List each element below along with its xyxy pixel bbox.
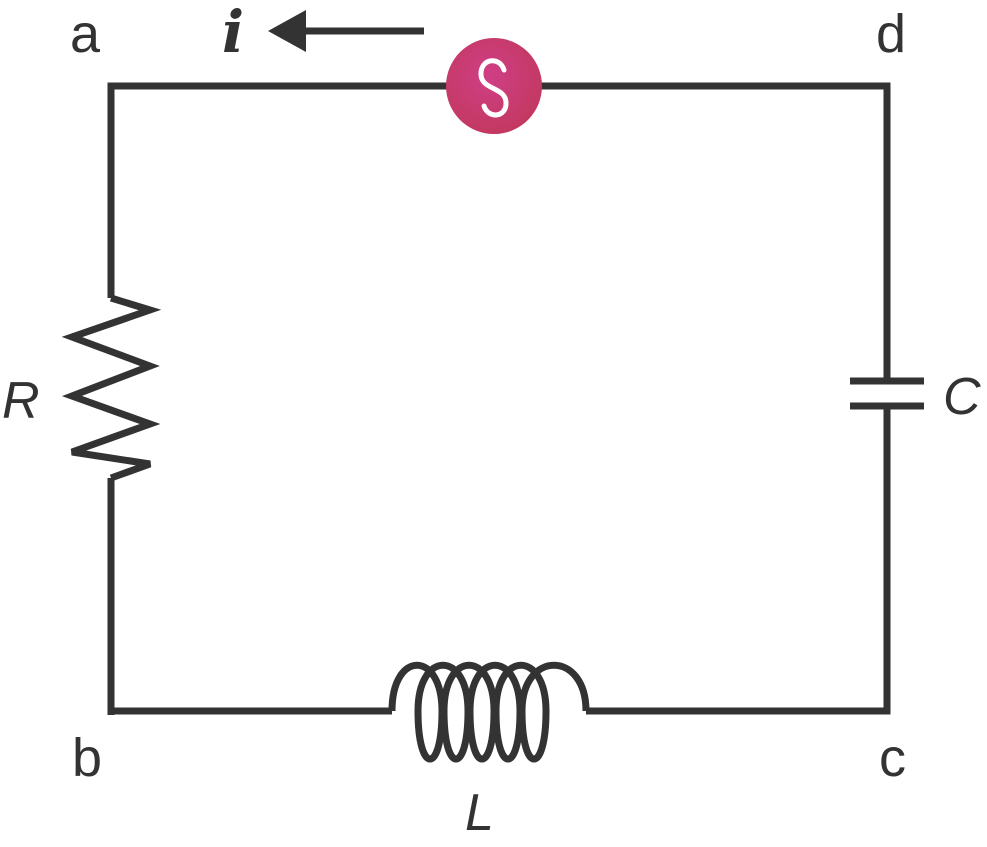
ac-source-icon: [446, 38, 542, 134]
node-b-label: b: [72, 728, 102, 788]
resistor-label: R: [2, 372, 40, 430]
inductor-label: L: [465, 784, 494, 842]
inductor-coil: [388, 661, 590, 763]
node-d-label: d: [876, 4, 906, 64]
current-arrow: [268, 10, 424, 52]
capacitor-label: C: [943, 368, 981, 426]
current-label: i: [222, 0, 244, 66]
resistor: [61, 294, 162, 482]
node-a-label: a: [70, 4, 101, 64]
node-c-label: c: [879, 728, 906, 788]
